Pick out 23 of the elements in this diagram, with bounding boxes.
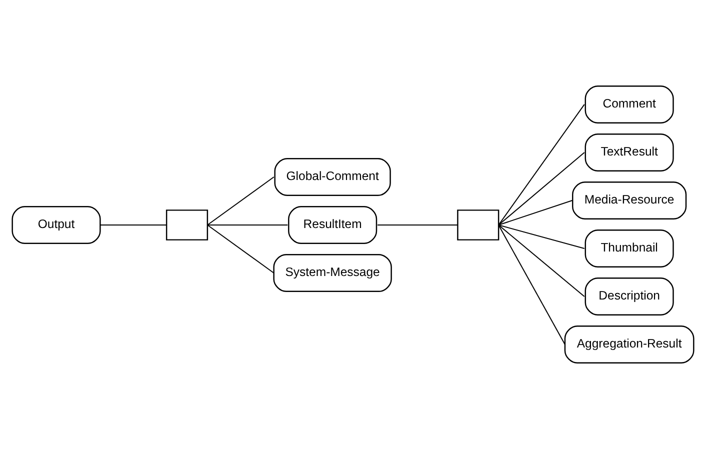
connector xyxy=(100,224,167,226)
connector xyxy=(207,224,274,274)
node-box: Global-Comment xyxy=(274,158,391,196)
node-box: Aggregation-Result xyxy=(564,326,694,364)
node-box: Output xyxy=(12,206,101,244)
node-box xyxy=(457,210,500,240)
connector xyxy=(207,176,274,226)
node-box: System-Message xyxy=(273,254,392,292)
connector xyxy=(498,200,572,226)
connector xyxy=(498,224,584,249)
connector xyxy=(498,152,585,226)
connector xyxy=(498,224,585,297)
connector xyxy=(498,104,585,226)
connector xyxy=(207,224,288,226)
connector xyxy=(498,224,566,345)
connector xyxy=(378,224,458,226)
node-box: Description xyxy=(584,278,674,316)
node-box: Thumbnail xyxy=(584,230,674,268)
node-box: Comment xyxy=(584,85,674,124)
node-box: Media-Resource xyxy=(572,182,687,220)
node-box: ResultItem xyxy=(288,206,378,244)
node-box xyxy=(166,210,208,240)
node-box: TextResult xyxy=(584,133,674,172)
